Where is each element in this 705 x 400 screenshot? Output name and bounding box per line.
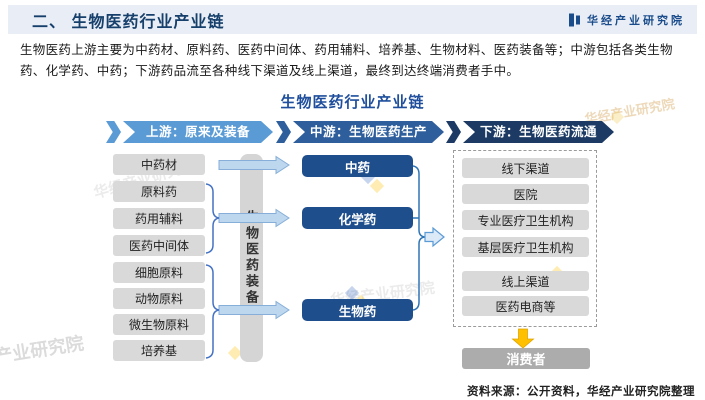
midstream-bracket-icon	[412, 165, 426, 311]
upstream-item-box: 培养基	[113, 340, 205, 361]
downstream-item-box: 线上渠道	[462, 271, 589, 291]
stage-midstream-label: 中游：生物医药生产	[293, 121, 444, 143]
stage-banner-upstream: 上游：原来及装备	[106, 121, 273, 143]
upstream-item-box: 细胞原料	[113, 262, 205, 283]
upstream-item-box: 药用辅料	[113, 208, 205, 229]
upstream-item-box: 动物原料	[113, 288, 205, 309]
downstream-item-box: 医药电商等	[462, 296, 589, 316]
midstream-item-box: 化学药	[302, 207, 413, 229]
stage-banner-midstream: 中游：生物医药生产	[276, 121, 444, 143]
page-header: 二、 生物医药行业产业链 华经产业研究院	[8, 5, 697, 34]
downstream-item-box: 基层医疗卫生机构	[462, 237, 589, 257]
watermark-diamond-icon	[369, 178, 385, 194]
downstream-group-frame	[453, 150, 597, 327]
downstream-item-box: 专业医疗卫生机构	[462, 210, 589, 230]
intro-paragraph: 生物医药上游主要为中药材、原料药、医药中间体、药用辅料、培养基、生物材料、医药装…	[20, 43, 673, 78]
stage-banner-downstream: 下游：生物医药流通	[446, 121, 614, 143]
equipment-bar: 生物医药装备	[240, 154, 263, 362]
chevron-tail-icon	[276, 121, 291, 143]
brand-logo: 华经产业研究院	[568, 12, 685, 28]
midstream-item-box: 生物药	[302, 299, 413, 321]
upstream-item-box: 医药中间体	[113, 235, 205, 256]
watermark-diamond-icon	[344, 285, 360, 301]
downstream-item-box: 线下渠道	[462, 158, 589, 178]
right-arrowhead-icon	[424, 226, 445, 248]
chevron-tail-icon	[106, 121, 121, 143]
source-note: 资料来源：公开资料，华经产业研究院整理	[467, 386, 695, 398]
brand-bars-icon	[569, 13, 580, 26]
chart-title: 生物医药行业产业链	[280, 94, 425, 111]
upstream-item-box: 中药材	[113, 154, 205, 175]
page-title: 二、 生物医药行业产业链	[32, 13, 225, 31]
stage-downstream-label: 下游：生物医药流通	[463, 121, 614, 143]
equipment-bar-label: 生物医药装备	[244, 210, 259, 306]
midstream-item-box: 中药	[302, 155, 413, 177]
downstream-item-box: 医院	[462, 184, 589, 204]
upstream-brace-icon	[205, 183, 220, 359]
upstream-item-box: 原料药	[113, 181, 205, 202]
upstream-item-box: 微生物原料	[113, 314, 205, 335]
consumer-box: 消费者	[462, 348, 590, 369]
down-arrow-icon	[511, 328, 535, 349]
chevron-tail-icon	[446, 121, 461, 143]
stage-upstream-label: 上游：原来及装备	[123, 121, 273, 143]
watermark-text: 产业研究院	[0, 333, 86, 367]
brand-name: 华经产业研究院	[587, 14, 685, 27]
